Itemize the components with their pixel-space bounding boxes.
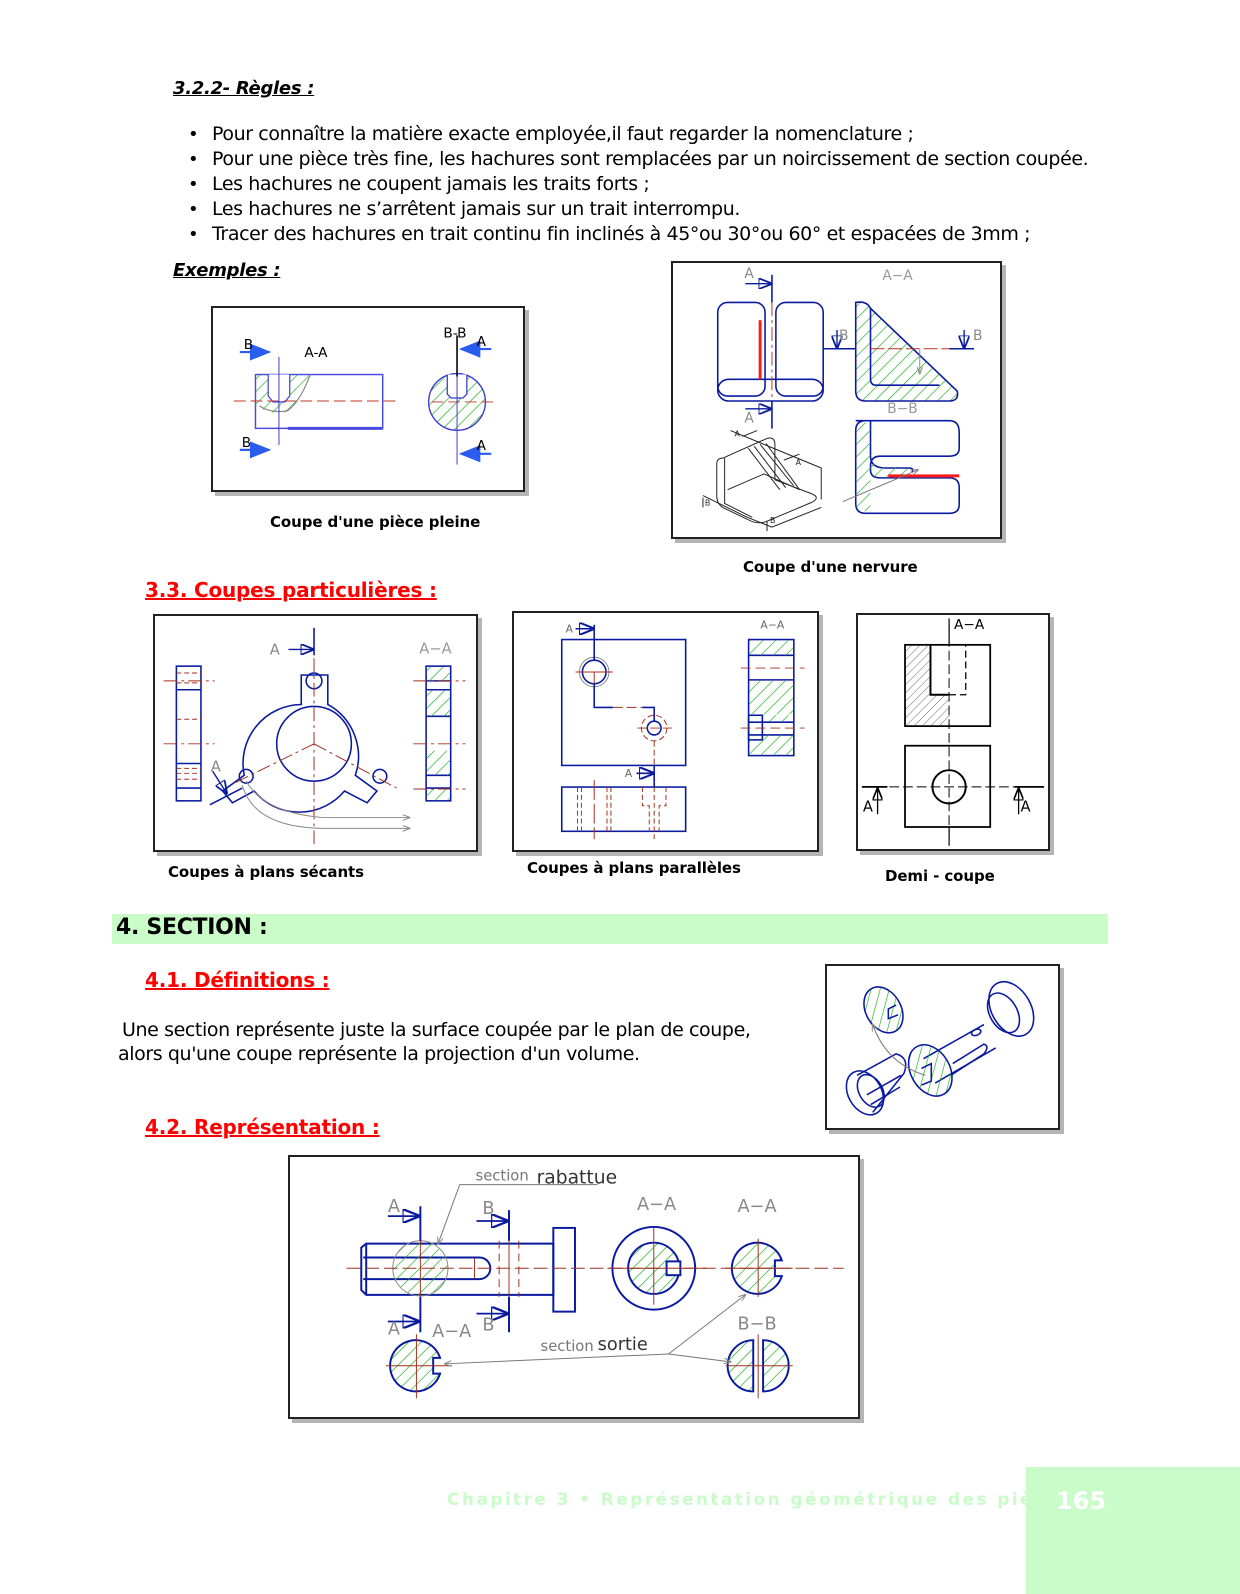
rule-item: Pour une pièce très fine, les hachures s… xyxy=(174,147,1089,172)
figure-plans-secants: A A A−A xyxy=(153,614,478,852)
nervure-label-b-right: B xyxy=(973,328,982,344)
secants-label-a-top: A xyxy=(270,641,280,658)
caption-nervure: Coupe d'une nervure xyxy=(743,558,918,576)
nervure-label-bb: B−B xyxy=(887,401,917,417)
caption-demi-coupe: Demi - coupe xyxy=(885,867,995,885)
rules-list: Pour connaître la matière exacte employé… xyxy=(174,122,1089,247)
nervure-iso-b2: B xyxy=(770,516,775,525)
definition-line-1: Une section représente juste la surface … xyxy=(122,1019,751,1041)
nervure-label-a-bottom: A xyxy=(744,411,754,427)
section-band: 4. SECTION : xyxy=(112,914,1108,944)
rep-label-a-top: A xyxy=(388,1197,400,1217)
label-a-bottom: A xyxy=(477,438,487,454)
page-number-box: 165 xyxy=(1026,1467,1240,1594)
rep-sortie-big: sortie xyxy=(598,1335,648,1355)
caption-plans-paralleles: Coupes à plans parallèles xyxy=(527,859,741,877)
rep-label-aa3: A−A xyxy=(432,1322,471,1342)
label-b-bottom: B xyxy=(242,435,251,451)
nervure-iso-a2: A xyxy=(796,458,802,467)
paralleles-label-a-top: A xyxy=(566,623,574,636)
secants-label-a-left: A xyxy=(211,758,221,775)
rep-rabattue-small: section xyxy=(476,1168,529,1185)
definition-line-2: alors qu'une coupe représente la project… xyxy=(118,1043,640,1065)
rep-label-a-bottom: A xyxy=(388,1319,400,1339)
rule-item: Les hachures ne coupent jamais les trait… xyxy=(174,172,1088,197)
paralleles-label-aa: A−A xyxy=(760,619,784,632)
rep-rabattue-big: rabattue xyxy=(537,1168,618,1189)
figure-section-iso xyxy=(825,964,1060,1130)
representation-heading: 4.2. Représentation : xyxy=(145,1115,380,1139)
figure-plans-paralleles: A A A−A xyxy=(512,611,819,852)
definitions-heading: 4.1. Définitions : xyxy=(145,968,330,992)
demi-label-a-left: A xyxy=(863,798,873,815)
label-a-top: A xyxy=(477,334,487,350)
footer-chapter: Chapitre 3 • Représentation géométrique … xyxy=(447,1490,1073,1510)
nervure-label-a-top: A xyxy=(744,266,754,282)
examples-label: Exemples : xyxy=(173,260,281,281)
caption-plans-secants: Coupes à plans sécants xyxy=(168,863,364,881)
figure-representation: A A B B section rabattue A−A A−A B−B A−A xyxy=(288,1155,860,1419)
demi-label-aa: A−A xyxy=(954,617,985,633)
rep-label-b-bottom: B xyxy=(482,1315,494,1335)
rep-label-aa1: A−A xyxy=(637,1195,676,1215)
demi-label-a-right: A xyxy=(1021,798,1031,815)
rule-item: Tracer des hachures en trait continu fin… xyxy=(174,222,1088,247)
page-number: 165 xyxy=(1056,1487,1107,1515)
nervure-label-b-left: B xyxy=(839,328,848,344)
section-title: 4. SECTION : xyxy=(116,915,268,940)
nervure-iso-b1: B xyxy=(705,498,710,507)
figure-nervure: A A A−A B B B−B A A B B xyxy=(671,261,1002,539)
secants-label-aa: A−A xyxy=(419,640,452,657)
figure-piece-pleine: B B A-A B-B A A xyxy=(211,306,525,492)
label-aa: A-A xyxy=(304,345,328,361)
coupes-particulieres-heading: 3.3. Coupes particulières : xyxy=(145,578,437,602)
figure-demi-coupe: A−A A A xyxy=(856,613,1050,851)
rules-heading: 3.2.2- Règles : xyxy=(173,78,315,99)
rep-sortie-small: section xyxy=(541,1338,594,1355)
label-b-top: B xyxy=(244,337,253,353)
definition-text: Une section représente juste la surface … xyxy=(118,1018,751,1066)
nervure-label-aa: A−A xyxy=(882,268,913,284)
rep-label-b-top: B xyxy=(482,1199,494,1219)
caption-piece-pleine: Coupe d'une pièce pleine xyxy=(270,513,481,531)
nervure-iso-a1: A xyxy=(734,429,740,438)
label-bb: B-B xyxy=(443,325,466,341)
rep-label-aa2: A−A xyxy=(737,1197,776,1217)
rep-label-bb: B−B xyxy=(737,1314,776,1334)
paralleles-label-a-bottom: A xyxy=(625,767,633,780)
rule-item: Pour connaître la matière exacte employé… xyxy=(174,122,1088,147)
rule-item: Les hachures ne s’arrêtent jamais sur un… xyxy=(174,197,1088,222)
